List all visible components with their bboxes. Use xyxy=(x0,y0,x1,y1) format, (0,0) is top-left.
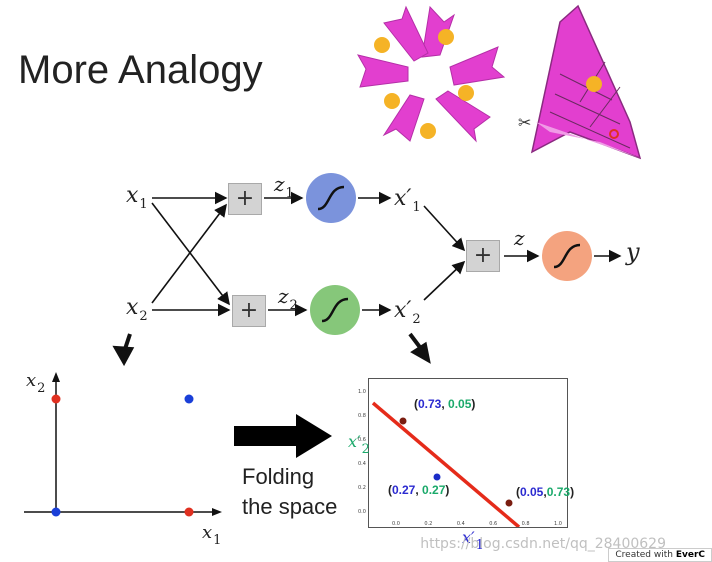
decision-line xyxy=(371,401,521,527)
right-plot-xlabel: x′1 xyxy=(462,528,484,553)
point-c-label: (0.05,0.73) xyxy=(516,485,575,499)
big-right-arrow-icon xyxy=(234,414,332,458)
input-x1-label: x1 xyxy=(126,183,148,212)
right-plot-xticks: 0.0 0.2 0.4 0.6 0.8 1.0 xyxy=(392,521,562,527)
point-1-0 xyxy=(184,507,194,517)
origami-illustration: ✂ xyxy=(356,4,642,160)
point-a-label: (0.73, 0.05) xyxy=(414,397,476,411)
point-0-1 xyxy=(51,394,61,404)
left-plot-ylabel: x2 xyxy=(26,370,46,396)
sum-node-out: + xyxy=(466,240,500,272)
point-c xyxy=(505,499,513,507)
sigmoid-curve-icon xyxy=(317,185,345,211)
point-b-label: (0.27, 0.27) xyxy=(388,483,450,497)
folding-line-2: the space xyxy=(242,494,338,519)
input-space-plot xyxy=(24,372,222,517)
sigmoid-node-out xyxy=(542,231,592,281)
point-1-1 xyxy=(184,394,194,404)
sigmoid-node-2 xyxy=(310,285,360,335)
folded-paper-snowflake-icon xyxy=(356,5,506,143)
right-plot-ylabel: x′2 xyxy=(348,432,370,457)
input-x2-label: x2 xyxy=(126,295,148,324)
scissors-icon: ✂ xyxy=(518,113,531,132)
point-b xyxy=(433,473,441,481)
sum-node-1: + xyxy=(228,183,262,215)
watermark-url: https://blog.csdn.net/qq_28400629 xyxy=(420,536,666,552)
hidden-x2-prime-label: x′2 xyxy=(394,298,421,327)
sigmoid-curve-icon xyxy=(553,243,581,269)
sigmoid-node-1 xyxy=(306,173,356,223)
hidden-x1-prime-label: x′1 xyxy=(394,186,421,215)
sigmoid-curve-icon xyxy=(321,297,349,323)
z1-label: z1 xyxy=(274,172,294,201)
point-0-0 xyxy=(51,507,61,517)
folding-caption: Folding the space xyxy=(242,462,362,522)
output-y-label: y xyxy=(626,238,640,266)
evercam-badge: Created with EverC xyxy=(608,548,712,562)
z-out-label: z xyxy=(514,226,525,250)
sum-node-2: + xyxy=(232,295,266,327)
folded-space-plot xyxy=(368,378,568,528)
slide-title: More Analogy xyxy=(18,48,263,92)
z2-label: z2 xyxy=(278,284,298,313)
left-plot-xlabel: x1 xyxy=(202,522,222,548)
folded-space-canvas xyxy=(371,401,521,527)
right-plot-yticks: 1.0 0.8 0.6 0.4 0.2 0.0 xyxy=(358,389,366,515)
point-a xyxy=(399,417,407,425)
folding-line-1: Folding xyxy=(242,464,315,489)
folded-paper-triangle-icon: ✂ xyxy=(518,4,642,160)
